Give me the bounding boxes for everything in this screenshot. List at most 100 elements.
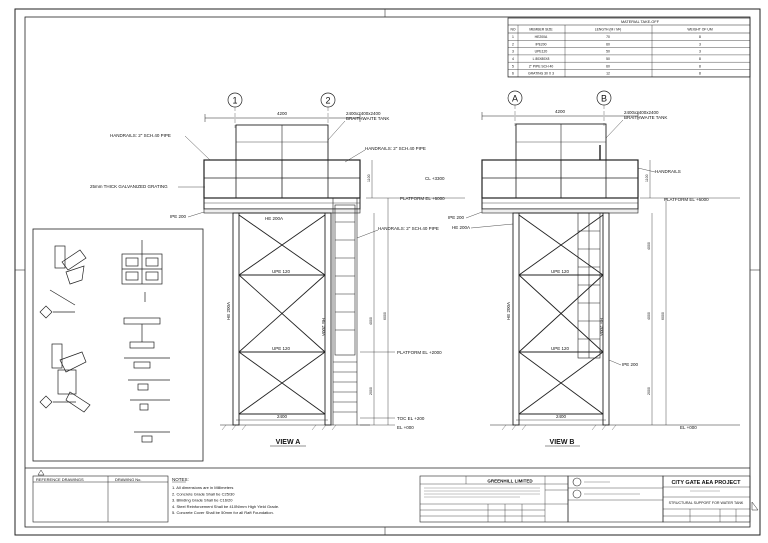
view-b-title: VIEW B xyxy=(550,439,575,446)
view-b-ipe200-left: IPE 200 xyxy=(448,215,465,220)
connection-details-box xyxy=(32,228,204,462)
svg-text:1100: 1100 xyxy=(645,174,649,182)
takeoff-cell: 8 xyxy=(699,35,701,39)
revision-triangle-icon xyxy=(37,469,45,476)
takeoff-cell: 2 xyxy=(512,42,514,46)
takeoff-cell: GRATING 30 X 3 xyxy=(528,72,554,76)
takeoff-cell: 3 xyxy=(699,42,701,46)
view-b-tank-type: BRAITHWAITE TANK xyxy=(624,115,667,120)
takeoff-cell: 8 xyxy=(699,64,701,68)
view-a-tank-type: BRAITHWAITE TANK xyxy=(346,116,389,121)
view-a-title: VIEW A xyxy=(276,439,301,446)
inner-border xyxy=(24,16,751,528)
client-logo-icon xyxy=(572,477,582,487)
view-a-grating-label: 25mm THICK GALVANIZED GRATING xyxy=(90,184,168,189)
view-a-handrails-right: HANDRAILS: 2" SCH.40 PIPE xyxy=(365,146,426,151)
takeoff-header-cell: MEMBER SIZE xyxy=(529,28,553,32)
notes-heading: NOTES: xyxy=(172,477,189,482)
view-a-platform-mid-level: PLATFORM EL +2000 xyxy=(397,350,442,355)
takeoff-header-cell: NO xyxy=(510,28,515,32)
view-b-ipe200-right: IPE 200 xyxy=(622,362,639,367)
title-block: REFERENCE DRAWINGS DRAWING No. NOTES: 1.… xyxy=(25,467,759,523)
consultant-logo-icon xyxy=(572,489,582,499)
view-b-upe120-bottom: UPE 120 xyxy=(551,346,570,351)
takeoff-title: MATERIAL TAKE-OFF xyxy=(621,20,660,24)
takeoff-cell: 8 xyxy=(699,72,701,76)
svg-text:6000: 6000 xyxy=(383,312,387,320)
grid-label-2: 2 xyxy=(325,96,330,106)
view-b-platform-top-level: PLATFORM EL +6000 xyxy=(664,197,709,202)
svg-text:4000: 4000 xyxy=(647,242,651,250)
grid-label-1: 1 xyxy=(232,96,237,106)
north-arrow-icon xyxy=(751,501,759,511)
grid-label-a: A xyxy=(512,94,518,104)
takeoff-header-cell: WEIGHT OF UM xyxy=(687,28,713,32)
view-b-drawing: A B 4200 2400x2400x2400 BRAITHWAITE TANK… xyxy=(448,90,740,447)
view-b-he200a-label: HE 200A xyxy=(452,225,470,230)
view-a-el0-level: EL +000 xyxy=(397,425,414,430)
view-a-ipe200-label: IPE 200 xyxy=(170,214,187,219)
takeoff-cell: 50 xyxy=(606,50,610,54)
takeoff-cell: 3 xyxy=(699,50,701,54)
view-b-bottom-dimension: 2400 xyxy=(556,414,567,419)
view-a-cl-label: CL +3300 xyxy=(425,176,445,181)
note-line: 1. All dimensions are in Millimeters xyxy=(172,485,233,490)
svg-text:4000: 4000 xyxy=(647,312,651,320)
svg-text:2000: 2000 xyxy=(369,387,373,395)
company-name: GREENHILL LIMITED xyxy=(487,479,533,484)
takeoff-cell: HE200A xyxy=(535,35,548,39)
svg-text:2000: 2000 xyxy=(647,387,651,395)
note-line: 2. Concrete Grade Shall be C25/30 xyxy=(172,491,235,496)
svg-text:1100: 1100 xyxy=(367,174,371,182)
svg-text:6000: 6000 xyxy=(661,312,665,320)
view-b-el0-level: EL +000 xyxy=(680,425,697,430)
takeoff-cell: 60 xyxy=(606,64,610,68)
takeoff-cell: 6 xyxy=(512,72,514,76)
drawing-no-label: DRAWING No. xyxy=(115,477,142,482)
outer-border xyxy=(14,8,761,536)
drawing-title: STRUCTURAL SUPPORT FOR WATER TANK xyxy=(669,501,744,505)
takeoff-cell: L 80X80X8 xyxy=(533,57,550,61)
view-a-top-dimension: 4200 xyxy=(277,111,288,116)
takeoff-cell: 60 xyxy=(606,42,610,46)
view-b-right-column-label: HE 200A xyxy=(599,318,604,336)
view-a-right-column-label: HE 200A xyxy=(321,318,326,336)
view-b-left-column-label: HE 200A xyxy=(506,302,511,320)
view-a-bottom-dimension: 2400 xyxy=(277,414,288,419)
view-b-ladder xyxy=(577,212,601,359)
view-b-top-dimension: 4200 xyxy=(555,109,566,114)
view-a-upe120-top: UPE 120 xyxy=(272,269,291,274)
takeoff-cell: 12 xyxy=(606,72,610,76)
view-b-handrails-label: HANDRAILS xyxy=(655,169,681,174)
grid-label-b: B xyxy=(601,94,607,104)
view-a-left-column-label: HE 200A xyxy=(226,302,231,320)
takeoff-cell: 70 xyxy=(606,35,610,39)
takeoff-cell: 4 xyxy=(512,57,514,61)
note-line: 3. Blinding Grade Shall be C16/20 xyxy=(172,498,233,503)
takeoff-cell: 5 xyxy=(512,64,514,68)
view-a-handrails-left: HANDRAILS: 2" SCH.40 PIPE xyxy=(110,133,171,138)
view-a-handrails-ladder: HANDRAILS: 2" SCH.40 PIPE xyxy=(378,226,439,231)
view-a-ladder xyxy=(332,198,358,425)
takeoff-cell: IPE200 xyxy=(535,42,546,46)
project-name: CITY GATE AEA PROJECT xyxy=(671,480,741,486)
view-b-upe120-top: UPE 120 xyxy=(551,269,570,274)
note-line: 5. Concrete Cover Shall be 50mm for all … xyxy=(172,510,274,515)
reference-drawings-label: REFERENCE DRAWINGS xyxy=(36,477,84,482)
view-b-tank-size: 2400x2400x2400 xyxy=(624,110,659,115)
view-a-upe120-bottom: UPE 120 xyxy=(272,346,291,351)
view-a-drawing: 1 2 4200 2400x2400x2400 BRAITHWAITE TANK xyxy=(90,92,465,447)
takeoff-cell: 2" PIPE SCH 40 xyxy=(529,64,554,68)
takeoff-cell: 50 xyxy=(606,57,610,61)
note-line: 4. Steel Reinforcement Shall be 410N/mm … xyxy=(172,504,279,509)
view-a-he200a-label: HE 200A xyxy=(265,216,283,221)
takeoff-cell: 3 xyxy=(512,50,514,54)
view-a-tank-size: 2400x2400x2400 xyxy=(346,111,381,116)
svg-text:4000: 4000 xyxy=(369,317,373,325)
takeoff-cell: 8 xyxy=(699,57,701,61)
